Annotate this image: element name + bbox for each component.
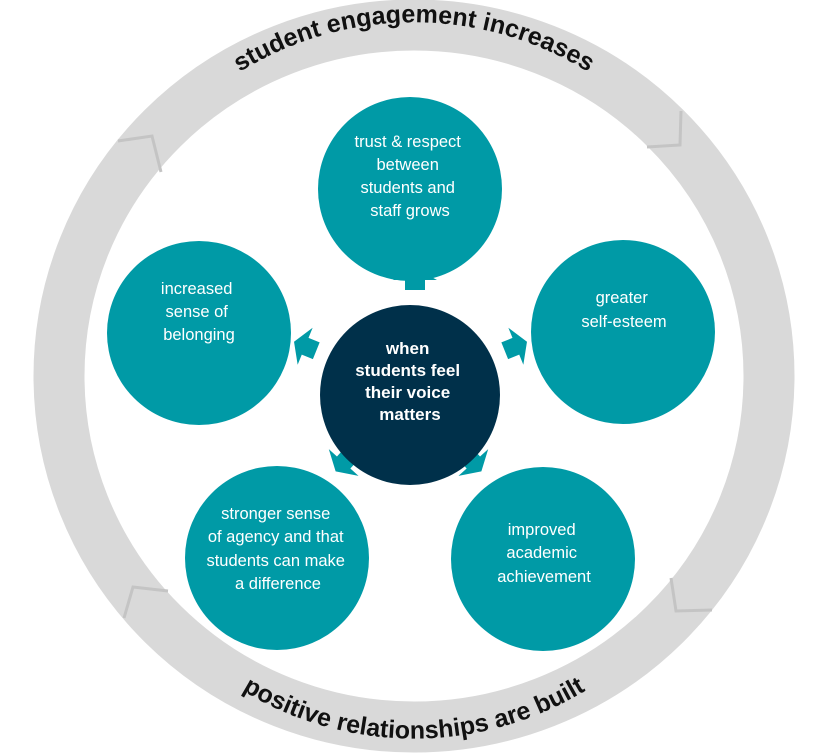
center-node-label: when students feel their voice matters — [355, 339, 465, 424]
node-belonging-label: increased sense of belonging — [161, 280, 237, 344]
node-achievement-label: improved academic achievement — [497, 521, 591, 586]
node-self-esteem: greater self-esteem — [531, 240, 715, 424]
node-self-esteem-label: greater self-esteem — [581, 289, 666, 331]
ring-chevron-icon — [646, 110, 683, 149]
node-agency-label: stronger sense of agency and that studen… — [206, 505, 349, 593]
node-trust: trust & respect between students and sta… — [318, 97, 502, 281]
center-node: when students feel their voice matters — [320, 305, 500, 485]
ring-chevron-icon — [122, 585, 169, 619]
cycle-ring-band — [33, 0, 795, 753]
ring-chevron-icon — [117, 134, 163, 173]
arrow-left-icon — [294, 327, 320, 365]
node-belonging: increased sense of belonging — [107, 241, 291, 425]
cycle-ring — [33, 0, 795, 753]
node-agency: stronger sense of agency and that studen… — [185, 466, 369, 650]
node-achievement: improved academic achievement — [451, 467, 635, 651]
arrow-right-icon — [501, 327, 527, 365]
ring-chevron-icon — [669, 577, 713, 613]
node-trust-label: trust & respect between students and sta… — [355, 133, 466, 220]
